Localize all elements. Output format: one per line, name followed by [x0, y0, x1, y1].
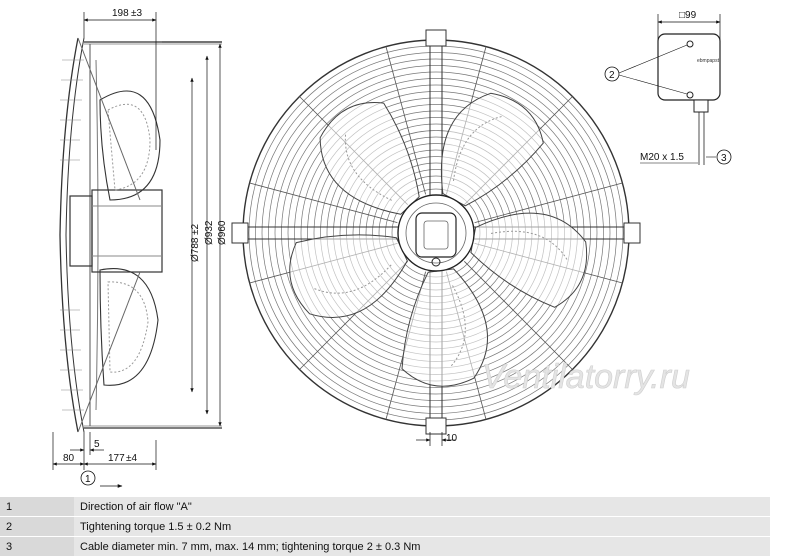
dim-932: Ø932 — [204, 220, 215, 245]
legend-text: Direction of air flow "A" — [74, 497, 770, 517]
impeller-blade — [319, 102, 420, 215]
side-view — [59, 37, 222, 433]
cable-gland — [693, 99, 709, 113]
dim-198-tol: ±3 — [131, 8, 142, 19]
box-logo: ebmpapst — [697, 58, 720, 64]
guard-spoke — [474, 182, 623, 223]
watermark: Ventilatorry.ru — [482, 358, 690, 396]
motor-terminal-box — [415, 212, 457, 258]
impeller-blade — [289, 234, 408, 318]
legend-table: 1 Direction of air flow "A" 2 Tightening… — [0, 497, 770, 557]
legend-row: 2 Tightening torque 1.5 ± 0.2 Nm — [0, 516, 770, 537]
side-view-dimensions: 198 ±3 Ø788 ±2 Ø932 Ø960 5 80 177 ±4 1 — [52, 8, 228, 488]
dim-198: 198 — [112, 8, 129, 19]
guard-spoke — [249, 182, 398, 223]
terminal-box-detail: □99 ebmpapst 2 M20 x 1.5 3 — [604, 10, 732, 165]
legend-text: Cable diameter min. 7 mm, max. 14 mm; ti… — [74, 536, 770, 557]
guard-spoke — [385, 46, 426, 195]
dim-box-size: □99 — [679, 10, 697, 21]
guard-ring — [255, 52, 617, 414]
dim-788: Ø788 — [190, 237, 201, 262]
impeller-blade — [440, 92, 544, 207]
impeller-blades — [289, 92, 588, 387]
impeller-blade — [470, 212, 588, 308]
impeller-blade — [401, 268, 488, 387]
guard-ring — [261, 58, 611, 408]
legend-row: 1 Direction of air flow "A" — [0, 497, 770, 517]
legend-number: 3 — [0, 536, 74, 557]
mounting-struts — [231, 29, 641, 435]
callout-3: 3 — [721, 153, 727, 164]
guard-spoke — [464, 261, 573, 370]
legend-number: 1 — [0, 497, 74, 517]
guard-ring — [281, 78, 591, 388]
screw-bottom — [686, 91, 694, 99]
dim-10: 10 — [446, 433, 458, 444]
guard-ring — [274, 71, 598, 395]
legend-number: 2 — [0, 516, 74, 537]
legend-text: Tightening torque 1.5 ± 0.2 Nm — [74, 516, 770, 537]
dim-788-tol: ±2 — [190, 224, 201, 235]
thread-label: M20 x 1.5 — [640, 152, 684, 163]
callout-1-circle — [80, 470, 96, 486]
guard-ring — [268, 65, 604, 401]
screw-top — [686, 40, 694, 48]
callout-2: 2 — [609, 70, 615, 81]
front-view — [231, 29, 641, 435]
dim-80: 80 — [63, 453, 75, 464]
dim-177: 177 — [108, 453, 125, 464]
fan-technical-drawing: 198 ±3 Ø788 ±2 Ø932 Ø960 5 80 177 ±4 1 — [52, 8, 732, 488]
dim-960: Ø960 — [217, 220, 228, 245]
side-guard-wires — [60, 59, 84, 411]
dim-177-tol: ±4 — [126, 453, 137, 464]
callout-1: 1 — [85, 474, 91, 485]
front-view-dimensions: 10 — [416, 432, 458, 446]
dim-5: 5 — [94, 439, 100, 450]
legend-row: 3 Cable diameter min. 7 mm, max. 14 mm; … — [0, 536, 770, 557]
